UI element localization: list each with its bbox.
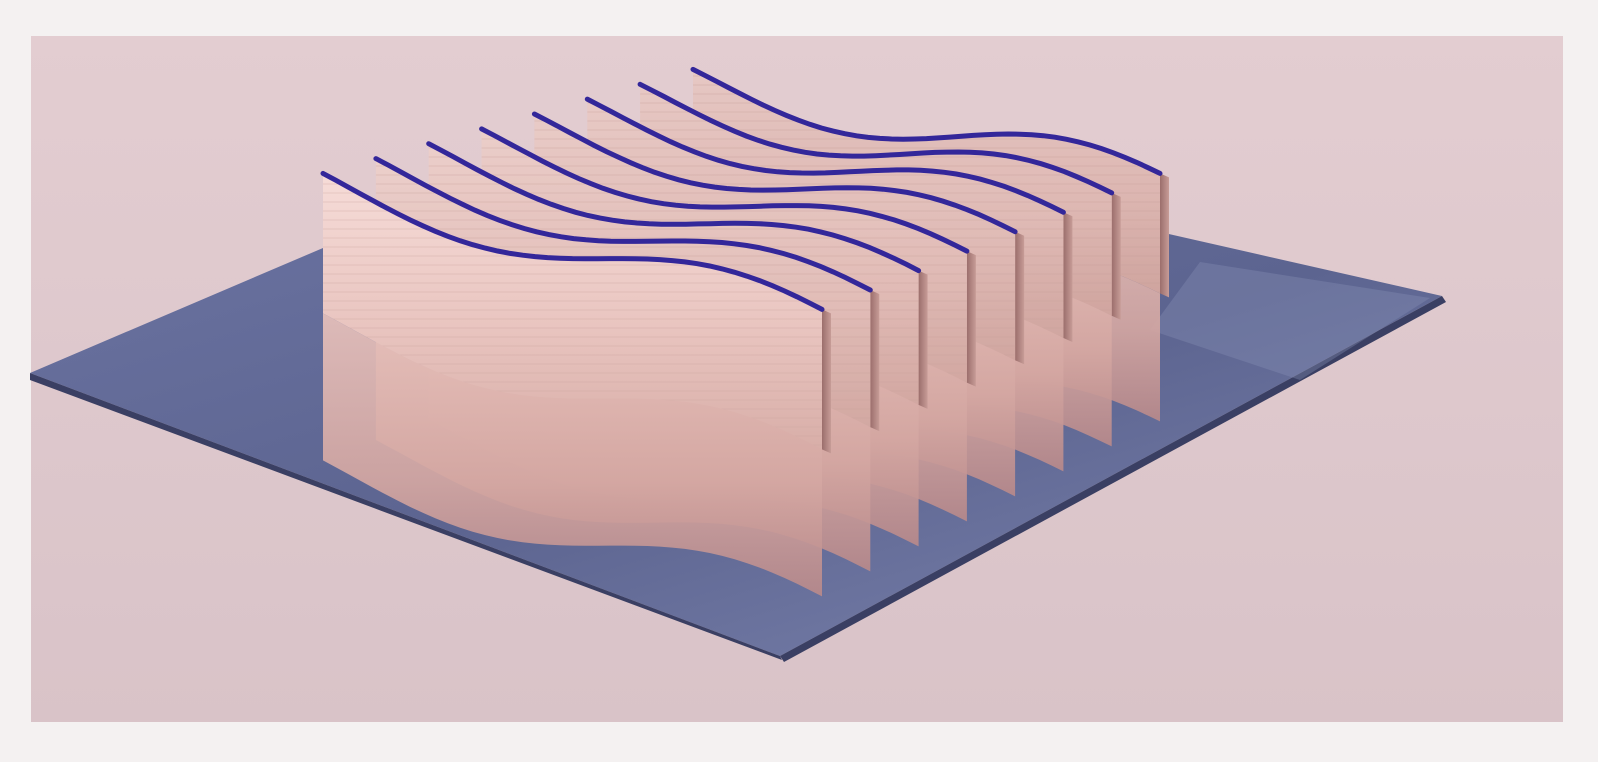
- fin-top-edge: [637, 81, 1115, 196]
- fin-top-edge: [531, 111, 1018, 235]
- fin-end-face: [1111, 192, 1121, 320]
- fin-top-edge: [373, 156, 873, 293]
- wave-fins: [320, 66, 1169, 454]
- fin-reflection: [323, 313, 822, 597]
- fin-end-face: [1015, 231, 1025, 365]
- fin-end-face: [1160, 173, 1169, 298]
- fin-end-face: [966, 251, 976, 387]
- fin-top-edge: [690, 66, 1163, 176]
- fin-top-edge: [584, 96, 1066, 215]
- mirror-front-edge: [30, 373, 782, 660]
- fin-top-edge: [320, 170, 825, 312]
- fin-end-face: [822, 309, 831, 454]
- mirror-right-edge: [780, 296, 1446, 662]
- fin-grain: [323, 173, 822, 450]
- wave-fin: [320, 170, 831, 454]
- fin-top-edge: [479, 126, 970, 254]
- fin-end-face: [918, 270, 928, 409]
- fin-end-face: [870, 290, 880, 432]
- mirror-highlight: [1150, 262, 1430, 380]
- fin-top-edge: [426, 141, 922, 274]
- fin-end-face: [1063, 212, 1073, 343]
